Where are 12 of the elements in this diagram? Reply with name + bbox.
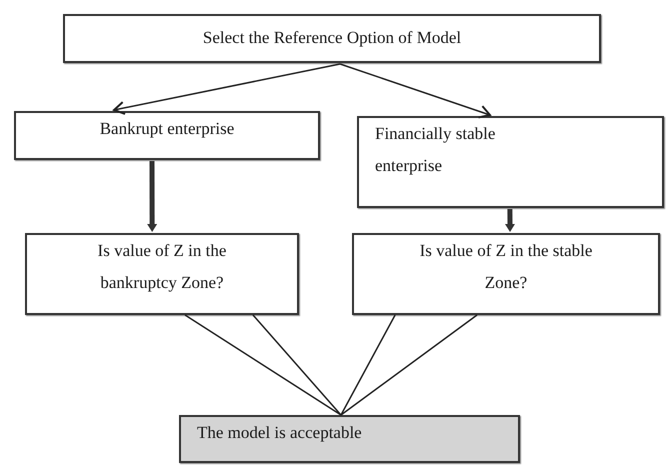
- callout-pointer: [340, 314, 478, 416]
- question-box: Is value of Z in the stable Zone?: [352, 233, 660, 315]
- arrow: [113, 63, 340, 115]
- process-box: Bankrupt enterprise: [14, 111, 320, 160]
- question-box: Is value of Z in the bankruptcy Zone?: [25, 233, 299, 315]
- result-box: The model is acceptable: [179, 415, 520, 463]
- arrow: [340, 63, 491, 118]
- arrow: [147, 161, 158, 232]
- process-box: Select the Reference Option of Model: [63, 14, 601, 63]
- arrow: [505, 208, 515, 232]
- callout-pointer: [184, 314, 342, 416]
- process-box: Financially stable enterprise: [357, 116, 664, 208]
